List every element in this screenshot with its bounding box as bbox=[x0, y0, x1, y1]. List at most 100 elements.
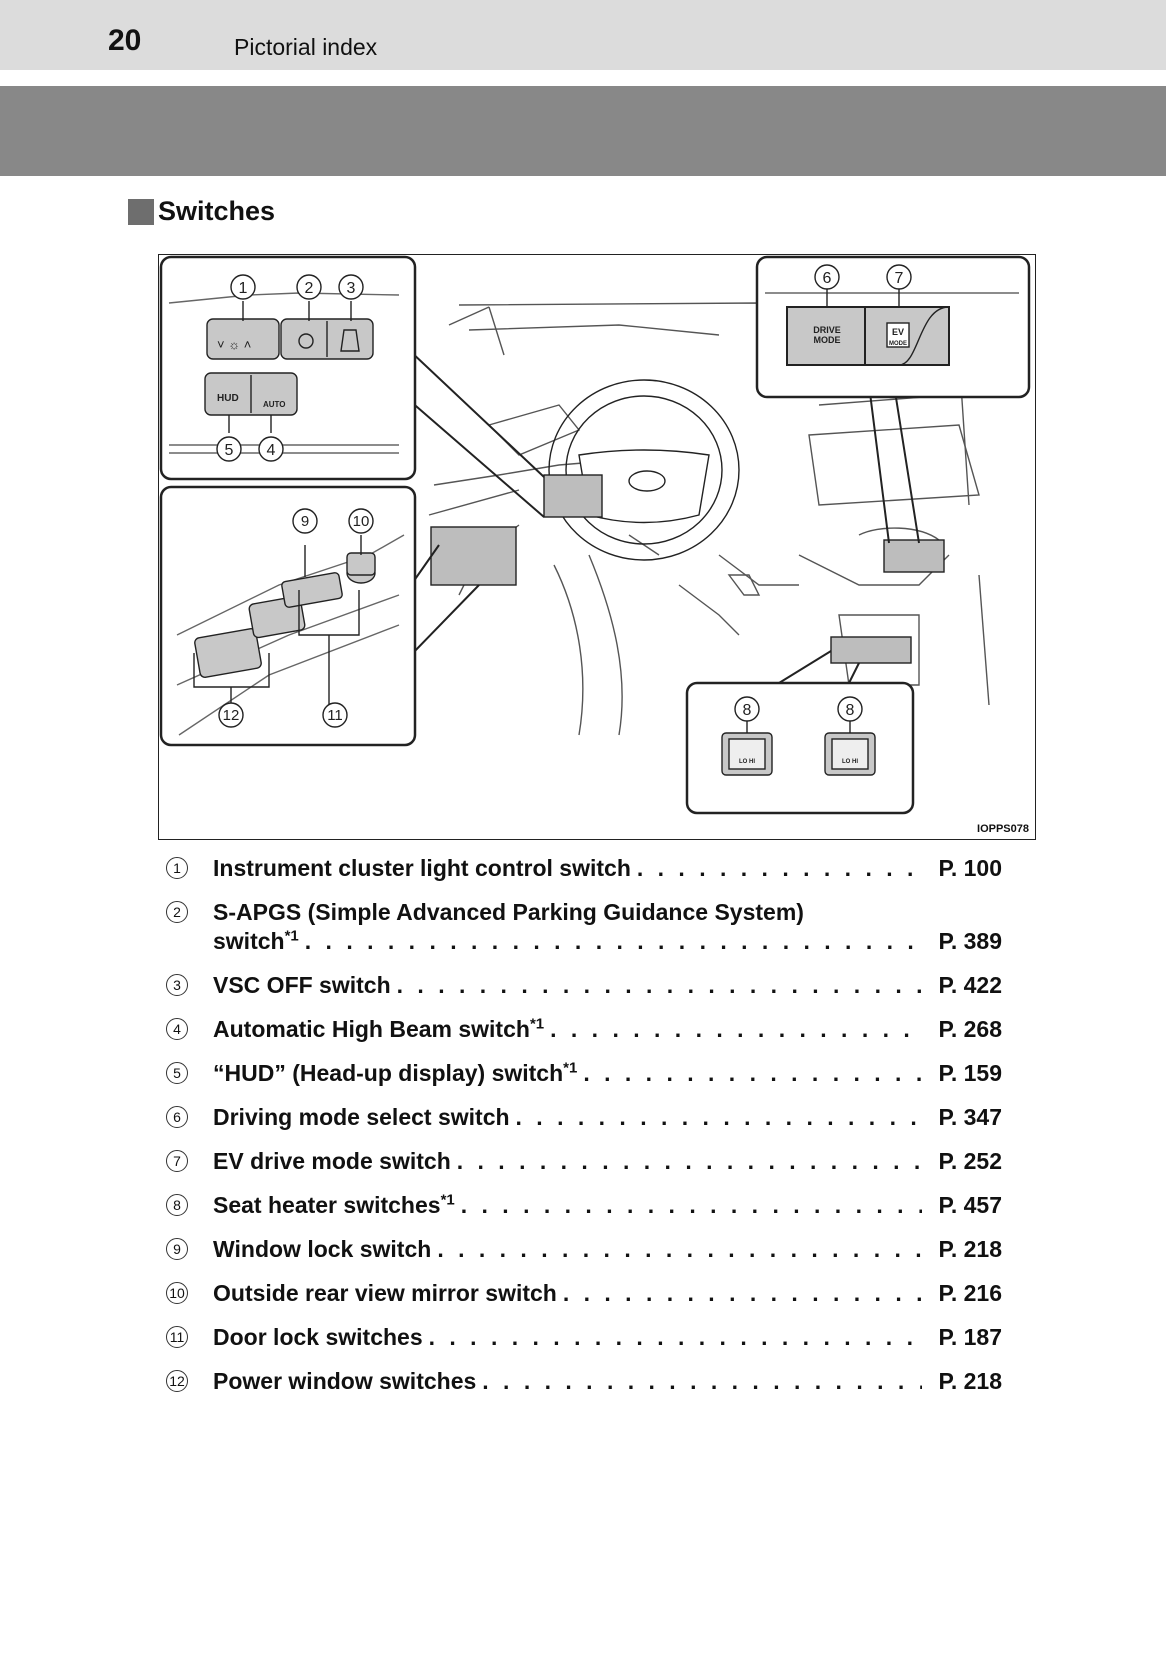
leader-dots bbox=[437, 1235, 922, 1264]
item-label: Driving mode select switch bbox=[213, 1104, 510, 1130]
leader-dots bbox=[397, 971, 922, 1000]
svg-text:˅ ☼ ˄: ˅ ☼ ˄ bbox=[217, 337, 251, 352]
inset-seat-heaters bbox=[685, 681, 915, 815]
steering-switch-area bbox=[543, 474, 603, 518]
svg-text:LO HI: LO HI bbox=[739, 759, 755, 765]
callouts-a bbox=[216, 274, 364, 462]
svg-text:8: 8 bbox=[846, 702, 855, 719]
svg-text:4: 4 bbox=[267, 442, 276, 459]
item-number-badge: 3 bbox=[166, 974, 188, 996]
svg-text:MODE: MODE bbox=[889, 341, 907, 347]
list-item: 8 Seat heater switches*1 P. 457 bbox=[166, 1191, 1002, 1220]
item-number-badge: 7 bbox=[166, 1150, 188, 1172]
svg-text:9: 9 bbox=[301, 513, 309, 530]
item-number-badge: 9 bbox=[166, 1238, 188, 1260]
item-number-badge: 10 bbox=[166, 1282, 188, 1304]
page-reference-link[interactable]: P. 187 bbox=[938, 1324, 1002, 1350]
leader-dots bbox=[583, 1059, 922, 1088]
list-item: 1 Instrument cluster light control switch… bbox=[166, 854, 1002, 883]
svg-text:LO HI: LO HI bbox=[842, 759, 858, 765]
svg-text:8: 8 bbox=[743, 702, 752, 719]
item-number-badge: 12 bbox=[166, 1370, 188, 1392]
item-number-badge: 4 bbox=[166, 1018, 188, 1040]
page-reference-link[interactable]: P. 216 bbox=[938, 1280, 1002, 1306]
footnote-marker: *1 bbox=[284, 927, 299, 945]
leader-dots bbox=[457, 1147, 922, 1176]
page-reference-link[interactable]: P. 159 bbox=[938, 1060, 1002, 1086]
list-item: 2 S-APGS (Simple Advanced Parking Guidanc… bbox=[166, 898, 1002, 956]
svg-text:10: 10 bbox=[353, 513, 370, 530]
svg-text:5: 5 bbox=[225, 442, 234, 459]
list-item: 7 EV drive mode switch P. 252 bbox=[166, 1147, 1002, 1176]
svg-text:12: 12 bbox=[223, 707, 240, 724]
item-number-badge: 6 bbox=[166, 1106, 188, 1128]
page-reference-link[interactable]: P. 389 bbox=[938, 928, 1002, 954]
drive-mode-area bbox=[883, 539, 945, 573]
list-item: 10 Outside rear view mirror switch P. 216 bbox=[166, 1279, 1002, 1308]
auto-label: AUTO bbox=[263, 400, 286, 409]
item-label: Seat heater switches*1 bbox=[213, 1191, 455, 1218]
figure-code: IOPPS078 bbox=[977, 823, 1029, 835]
page-reference-link[interactable]: P. 457 bbox=[938, 1192, 1002, 1218]
header-bar: 20 Pictorial index bbox=[0, 0, 1166, 70]
list-item: 6 Driving mode select switch P. 347 bbox=[166, 1103, 1002, 1132]
leader-dots bbox=[563, 1279, 922, 1308]
svg-text:3: 3 bbox=[347, 280, 356, 297]
list-item: 9 Window lock switch P. 218 bbox=[166, 1235, 1002, 1264]
leader-dots bbox=[429, 1323, 922, 1352]
page-reference-link[interactable]: P. 268 bbox=[938, 1016, 1002, 1042]
heading-text: Switches bbox=[158, 196, 276, 226]
item-label: Power window switches bbox=[213, 1368, 477, 1394]
item-number-badge: 5 bbox=[166, 1062, 188, 1084]
switch-list: 1 Instrument cluster light control switch… bbox=[166, 854, 1002, 1411]
svg-text:7: 7 bbox=[895, 270, 904, 287]
svg-text:6: 6 bbox=[823, 270, 832, 287]
page-reference-link[interactable]: P. 252 bbox=[938, 1148, 1002, 1174]
item-label: VSC OFF switch bbox=[213, 972, 391, 998]
footnote-marker: *1 bbox=[440, 1191, 455, 1209]
item-label: S-APGS (Simple Advanced Parking Guidance… bbox=[213, 899, 804, 925]
svg-text:1: 1 bbox=[239, 280, 248, 297]
footnote-marker: *1 bbox=[529, 1015, 545, 1033]
item-label: “HUD” (Head-up display) switch*1 bbox=[213, 1059, 578, 1086]
svg-text:11: 11 bbox=[327, 707, 343, 724]
item-label: EV drive mode switch bbox=[213, 1148, 451, 1174]
section-title: Pictorial index bbox=[234, 34, 378, 60]
list-item: 3 VSC OFF switch P. 422 bbox=[166, 971, 1002, 1000]
item-label: Window lock switch bbox=[213, 1236, 432, 1262]
door-switch-area bbox=[430, 526, 517, 586]
leader-dots bbox=[637, 854, 922, 883]
section-heading: Switches bbox=[128, 196, 275, 227]
list-item: 4 Automatic High Beam switch*1 P. 268 bbox=[166, 1015, 1002, 1044]
leader-dots bbox=[550, 1015, 922, 1044]
item-label: switch*1 bbox=[213, 927, 299, 954]
svg-text:2: 2 bbox=[305, 280, 314, 297]
item-label: Instrument cluster light control switch bbox=[213, 855, 631, 881]
steering-wheel bbox=[548, 379, 740, 561]
item-label: Outside rear view mirror switch bbox=[213, 1280, 557, 1306]
hud-label: HUD bbox=[217, 393, 239, 404]
leader-dots bbox=[482, 1367, 922, 1396]
item-label: Automatic High Beam switch*1 bbox=[213, 1015, 545, 1042]
leader-dots bbox=[461, 1191, 922, 1220]
list-item: 12 Power window switches P. 218 bbox=[166, 1367, 1002, 1396]
item-number-badge: 8 bbox=[166, 1194, 188, 1216]
page-reference-link[interactable]: P. 100 bbox=[938, 855, 1002, 881]
item-label: Door lock switches bbox=[213, 1324, 423, 1350]
page-reference-link[interactable]: P. 422 bbox=[938, 972, 1002, 998]
inset-steering-switches bbox=[159, 255, 417, 481]
svg-text:MODE: MODE bbox=[814, 335, 841, 345]
list-item: 5 “HUD” (Head-up display) switch*1 P. 159 bbox=[166, 1059, 1002, 1088]
item-number-badge: 2 bbox=[166, 901, 188, 923]
heading-marker-icon bbox=[128, 198, 154, 225]
page-reference-link[interactable]: P. 218 bbox=[938, 1368, 1002, 1394]
footnote-marker: *1 bbox=[563, 1059, 578, 1077]
page-reference-link[interactable]: P. 218 bbox=[938, 1236, 1002, 1262]
page-reference-link[interactable]: P. 347 bbox=[938, 1104, 1002, 1130]
title-band bbox=[0, 86, 1166, 176]
item-number-badge: 1 bbox=[166, 857, 188, 879]
svg-text:EV: EV bbox=[892, 327, 904, 337]
